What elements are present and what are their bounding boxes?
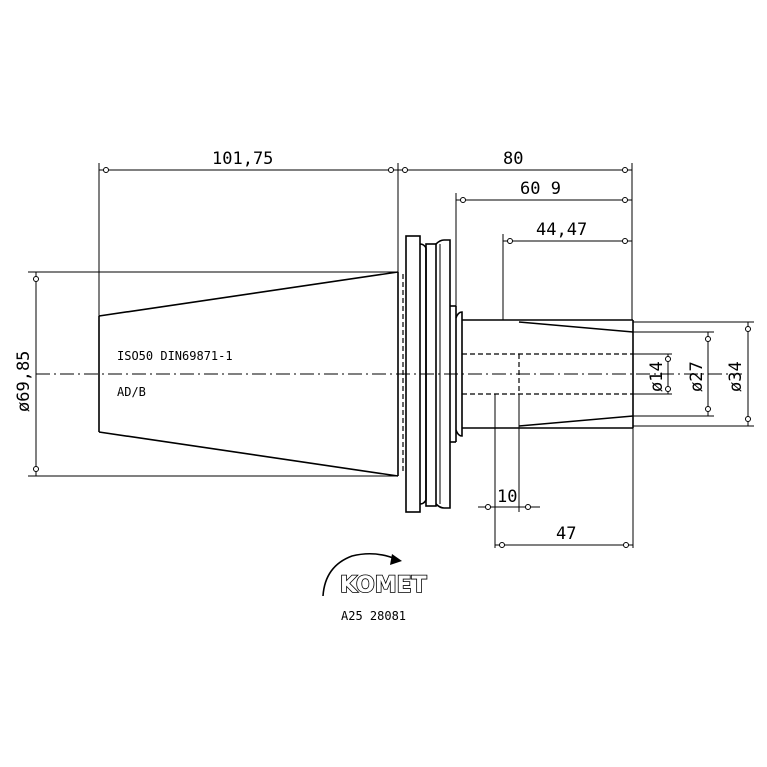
standard-label: ISO50 DIN69871-1 [117, 349, 233, 363]
dimension-47: 47 [494, 428, 634, 548]
dimension-44-47: 44,47 [502, 220, 632, 320]
logo-wordmark: KOMET [340, 573, 427, 598]
logo-arc-icon [322, 552, 399, 597]
dim-44-47-label: 44,47 [536, 220, 587, 240]
komet-logo: KOMET A25 28081 [322, 552, 428, 623]
dim-101-75-label: 101,75 [212, 149, 273, 169]
part-number: A25 28081 [341, 609, 406, 623]
dim-60-9-label: 60 9 [520, 179, 561, 199]
dimension-10: 10 [478, 394, 540, 512]
dim-80-label: 80 [503, 149, 523, 169]
dimension-80: 80 [398, 149, 633, 320]
dimension-60-9: 60 9 [455, 179, 632, 306]
dimension-dia-34: ø34 [633, 321, 754, 427]
dimension-dia-69-85: ø69,85 [14, 271, 398, 477]
dim-dia-27-label: ø27 [687, 361, 707, 392]
dim-dia-14-label: ø14 [647, 361, 667, 392]
form-label: AD/B [117, 385, 146, 399]
dim-dia-69-85-label: ø69,85 [14, 351, 34, 412]
dimension-dia-27: ø27 [633, 331, 714, 417]
dimension-dia-14: ø14 [633, 353, 672, 395]
dim-47-label: 47 [556, 524, 576, 544]
dim-dia-34-label: ø34 [726, 361, 746, 392]
dim-10-label: 10 [497, 487, 517, 507]
dimension-101-75: 101,75 [98, 149, 399, 316]
